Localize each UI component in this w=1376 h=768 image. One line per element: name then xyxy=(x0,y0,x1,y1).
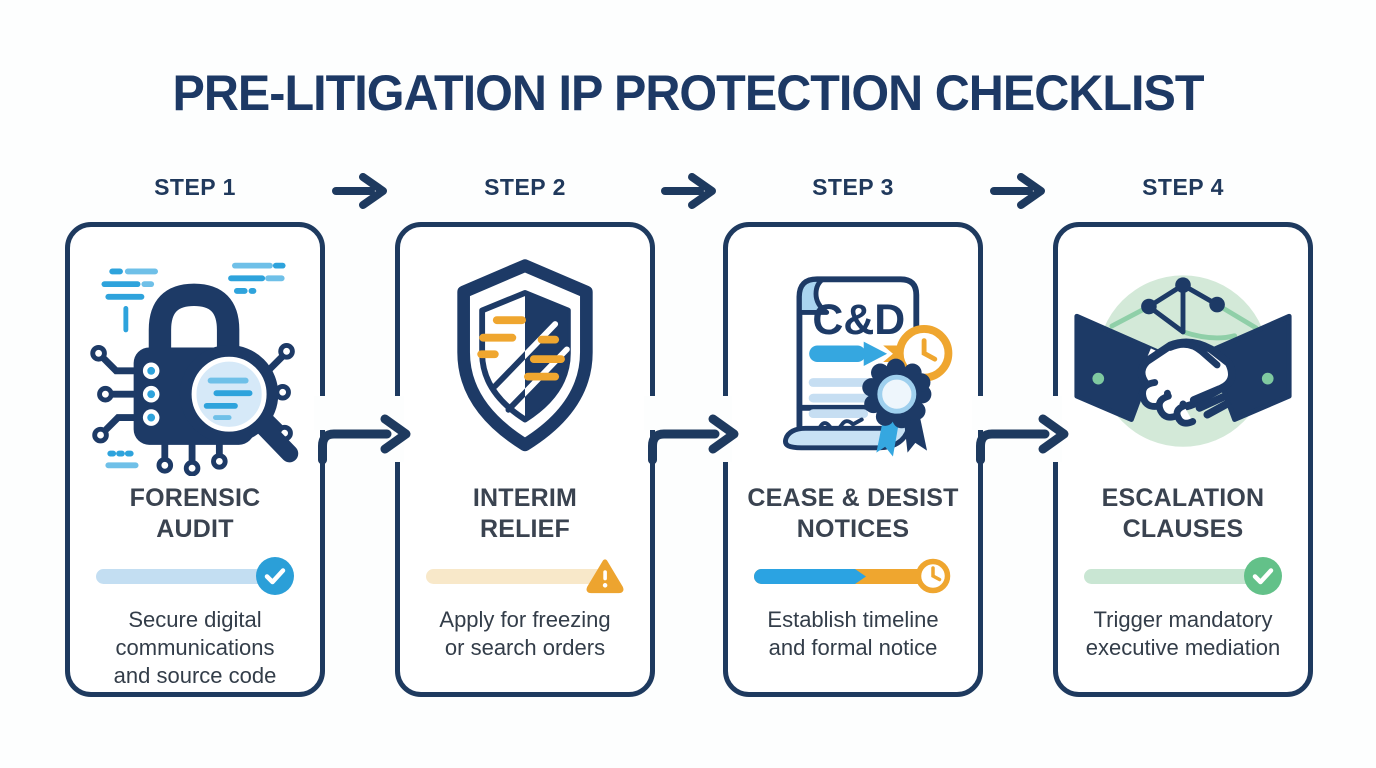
card-description: Establish timeline and formal notice xyxy=(767,607,939,661)
escalation-clauses-icon xyxy=(1071,251,1295,477)
card-description: Secure digital communications and source… xyxy=(113,607,277,689)
card-title-line1: ESCALATION xyxy=(1101,484,1265,512)
handshake-icon xyxy=(1074,275,1292,447)
card-title: INTERIM RELIEF xyxy=(473,483,577,545)
step-card-cease-desist: C&D xyxy=(723,222,983,697)
card-description: Apply for freezing or search orders xyxy=(439,607,611,661)
forensic-audit-icon xyxy=(83,251,307,477)
card-title: CEASE & DESIST NOTICES xyxy=(747,483,958,545)
split-shield-icon xyxy=(457,259,593,452)
clasped-hands xyxy=(1137,338,1236,427)
progress-fill xyxy=(754,569,866,584)
check-icon xyxy=(256,557,294,595)
interim-relief-icon xyxy=(413,251,637,477)
card-title-line2: RELIEF xyxy=(479,515,571,543)
progress-track xyxy=(1084,569,1268,584)
card-title-line2: AUDIT xyxy=(156,515,234,543)
step-card-escalation-clauses: ESCALATION CLAUSES Trigger mandatory exe… xyxy=(1053,222,1313,697)
lock-magnifier-circuit-icon xyxy=(90,262,299,476)
progress-bar-in-progress xyxy=(754,557,952,595)
page-title: PRE-LITIGATION IP PROTECTION CHECKLIST xyxy=(172,65,1204,121)
card-title-line2: NOTICES xyxy=(796,515,910,543)
card-title-line2: CLAUSES xyxy=(1122,515,1244,543)
card-title: ESCALATION CLAUSES xyxy=(1102,483,1265,545)
cd-label: C&D xyxy=(812,296,905,344)
top-curl xyxy=(797,276,830,315)
code-lines xyxy=(101,262,286,469)
progress-bar-complete xyxy=(1084,557,1282,595)
cuff-dot-right xyxy=(1261,372,1274,385)
lock-shackle xyxy=(148,283,240,352)
shield-dashes xyxy=(477,316,565,381)
cd-document-icon: C&D xyxy=(783,276,953,457)
progress-track xyxy=(96,569,280,584)
progress-track xyxy=(426,569,610,584)
magnifier-handle xyxy=(255,418,299,463)
arrow-2-3 xyxy=(648,429,720,465)
card-title-line1: CEASE & DESIST xyxy=(747,484,959,512)
card-description: Trigger mandatory executive mediation xyxy=(1085,607,1281,661)
arrow-1-2 xyxy=(318,429,392,465)
lock-ports xyxy=(142,362,160,426)
progress-bar-warning xyxy=(426,557,624,595)
warning-icon xyxy=(586,559,624,594)
step-label-2: STEP 2 xyxy=(484,174,566,200)
clock-icon xyxy=(915,558,951,594)
cuff-dot-left xyxy=(1092,372,1105,385)
left-sleeve xyxy=(1074,313,1160,422)
step-label-3: STEP 3 xyxy=(812,174,894,200)
step-label-4: STEP 4 xyxy=(1142,174,1224,200)
right-sleeve xyxy=(1206,313,1292,422)
step-card-interim-relief: INTERIM RELIEF Apply for freezing or sea… xyxy=(395,222,655,697)
shield-slashes-left xyxy=(491,351,525,413)
progress-bar-complete xyxy=(96,557,294,595)
arrow-3-4 xyxy=(976,429,1050,465)
step-card-forensic-audit: FORENSIC AUDIT Secure digital communicat… xyxy=(65,222,325,697)
cease-desist-icon: C&D xyxy=(741,251,965,477)
check-icon xyxy=(1244,557,1282,595)
step-label-1: STEP 1 xyxy=(154,174,236,200)
network-glyph xyxy=(1109,277,1259,341)
card-title: FORENSIC AUDIT xyxy=(130,483,261,545)
ribbon-seal xyxy=(862,358,932,457)
card-title-line1: FORENSIC xyxy=(129,484,261,512)
circuit-nodes xyxy=(90,343,295,476)
card-title-line1: INTERIM xyxy=(472,484,578,512)
magnifier xyxy=(179,345,299,463)
